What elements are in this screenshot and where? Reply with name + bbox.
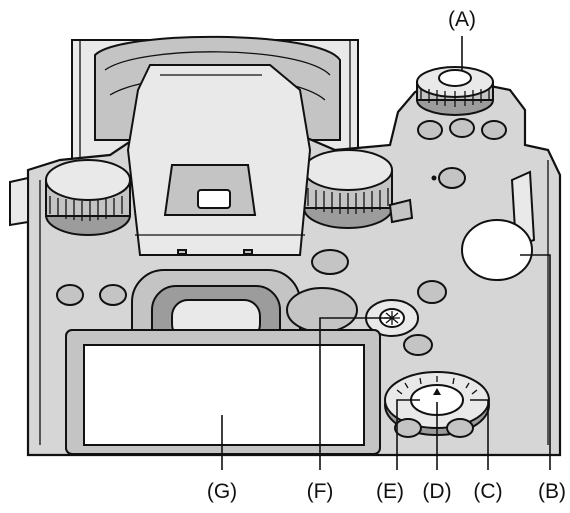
label-c: (C)	[473, 480, 502, 503]
left-strap-lug	[9, 176, 29, 227]
viewfinder-housing	[126, 64, 312, 256]
label-a: (A)	[448, 8, 476, 31]
right-control-dial	[303, 149, 414, 229]
leader-lines	[221, 36, 551, 470]
rear-dial-white	[461, 219, 533, 281]
rear-monitor	[65, 329, 381, 455]
label-f: (F)	[307, 480, 334, 503]
left-rear-buttons	[56, 284, 127, 306]
label-d: (D)	[422, 480, 451, 503]
label-e: (E)	[376, 480, 404, 503]
left-mode-dial	[45, 159, 131, 236]
rear-top-dial	[416, 66, 494, 116]
label-g: (G)	[207, 480, 237, 503]
label-b: (B)	[538, 480, 566, 503]
bottom-right-buttons	[394, 418, 474, 438]
top-right-buttons	[417, 118, 507, 189]
